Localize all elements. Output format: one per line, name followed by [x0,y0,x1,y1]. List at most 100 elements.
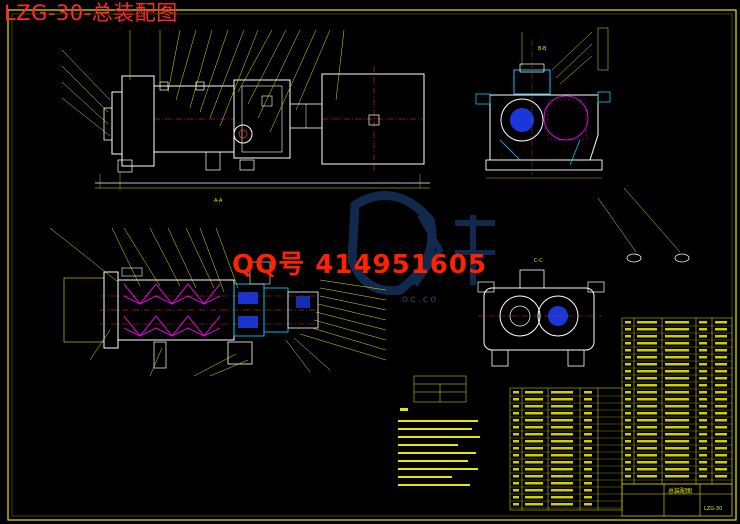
table-text-mark [665,398,689,401]
table-text-mark [625,475,631,478]
table-text-mark [665,426,689,429]
drawing-title: LZG-30-总装配图 [4,1,178,25]
watermark-logo [347,190,495,296]
table-text-mark [715,349,727,352]
table-text-mark [525,426,543,429]
table-text-mark [637,426,657,429]
table-text-mark [625,440,631,443]
table-text-mark [584,468,592,471]
table-text-mark [525,454,543,457]
table-text-mark [665,335,689,338]
table-text-mark [637,447,657,450]
table-text-mark [699,447,707,450]
table-text-mark [665,440,689,443]
table-text-mark [665,468,689,471]
section-label-a-a: A-A [214,198,223,204]
parts-list-left-rows [510,395,622,509]
table-text-mark [525,433,543,436]
table-text-mark [625,335,631,338]
table-text-mark [665,328,689,331]
table-text-mark [625,447,631,450]
table-text-mark [625,356,631,359]
table-text-mark [625,328,631,331]
section-c-c [477,269,605,367]
table-text-mark [513,503,519,506]
table-text-mark [637,419,657,422]
section-label-c-c: C-C [534,258,543,264]
table-text-mark [665,342,689,345]
table-text-mark [637,349,657,352]
table-text-mark [637,412,657,415]
table-text-mark [715,335,727,338]
table-text-mark [513,489,519,492]
table-text-mark [551,440,573,443]
parts-list-glyphs [513,321,727,506]
table-text-mark [665,356,689,359]
table-text-mark [513,496,519,499]
table-text-mark [551,503,573,506]
table-text-mark [584,503,592,506]
table-text-mark [625,370,631,373]
table-text-mark [551,482,573,485]
table-text-mark [637,461,657,464]
table-text-mark [715,398,727,401]
table-text-mark [699,363,707,366]
table-text-mark [699,454,707,457]
table-text-mark [699,440,707,443]
table-text-mark [513,391,519,394]
table-text-mark [715,447,727,450]
table-text-mark [525,440,543,443]
table-text-mark [699,342,707,345]
watermark-url-text: oc.co [402,294,439,305]
table-text-mark [665,405,689,408]
table-text-mark [637,328,657,331]
table-text-mark [637,468,657,471]
table-text-mark [699,419,707,422]
table-text-mark [637,440,657,443]
table-text-mark [715,377,727,380]
table-text-mark [715,475,727,478]
table-text-mark [551,489,573,492]
table-text-mark [625,426,631,429]
table-text-mark [513,454,519,457]
table-text-mark [551,447,573,450]
table-text-mark [665,454,689,457]
table-text-mark [699,391,707,394]
table-text-mark [665,433,689,436]
section-label-b-b: B-B [538,46,547,52]
watermark-qq-text: QQ号 414951605 [232,250,488,280]
table-text-mark [715,419,727,422]
table-text-mark [584,412,592,415]
table-text-mark [525,489,543,492]
table-text-mark [715,321,727,324]
table-text-mark [637,391,657,394]
table-text-mark [715,412,727,415]
table-text-mark [625,405,631,408]
sheet-border [7,9,737,521]
table-text-mark [525,503,543,506]
title-block-drawing-no: LZG-30 [704,506,723,512]
table-text-mark [584,461,592,464]
table-text-mark [584,475,592,478]
table-text-mark [625,398,631,401]
table-text-mark [584,405,592,408]
table-text-mark [625,391,631,394]
table-text-mark [551,468,573,471]
table-text-mark [525,447,543,450]
table-text-mark [551,405,573,408]
table-text-mark [637,370,657,373]
table-text-mark [699,426,707,429]
table-text-mark [665,447,689,450]
table-text-mark [699,398,707,401]
table-text-mark [551,461,573,464]
table-text-mark [699,356,707,359]
table-text-mark [665,377,689,380]
table-text-mark [525,496,543,499]
table-text-mark [637,377,657,380]
table-text-mark [699,328,707,331]
table-text-mark [513,419,519,422]
table-text-mark [665,363,689,366]
b-b-leaders [521,27,609,85]
table-text-mark [551,419,573,422]
table-text-mark [665,461,689,464]
